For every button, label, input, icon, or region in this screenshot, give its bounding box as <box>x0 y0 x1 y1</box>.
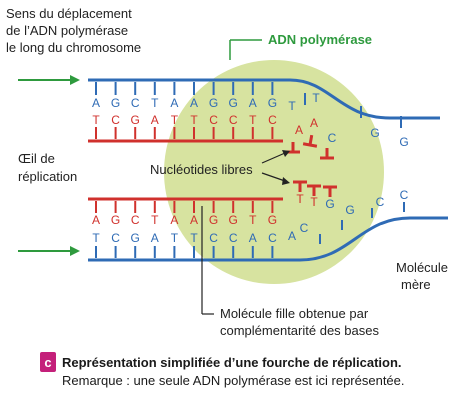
base-letter: C <box>268 113 277 127</box>
base-letter: C <box>209 231 218 245</box>
polymerase-blob <box>164 60 384 284</box>
base-letter: G <box>399 135 408 149</box>
base-letter: A <box>190 96 198 110</box>
base-letter: A <box>170 96 178 110</box>
base-letter: C <box>229 113 238 127</box>
base-letter: A <box>151 113 159 127</box>
base-letter: C <box>131 96 140 110</box>
base-letter: G <box>229 213 238 227</box>
base-letter: A <box>190 213 198 227</box>
daughter-label: Molécule fille obtenue par complémentari… <box>220 306 379 338</box>
base-letter: G <box>131 113 140 127</box>
base-letter: T <box>171 231 179 245</box>
base-letter: T <box>151 213 159 227</box>
nucleotides-arrow-down <box>261 172 290 185</box>
base-letter: G <box>345 203 354 217</box>
free-nucleotide <box>320 148 334 160</box>
top-base-ticks <box>95 82 402 139</box>
base-letter: G <box>111 96 120 110</box>
base-letter: T <box>171 113 179 127</box>
base-letter: T <box>288 99 296 113</box>
base-letter: G <box>131 231 140 245</box>
displacement-label: Sens du déplacement de l’ADN polymérase … <box>6 6 141 55</box>
base-letter: A <box>170 213 178 227</box>
base-letter: A <box>92 96 100 110</box>
nucleotides-label: Nucléotides libres <box>150 162 253 177</box>
base-letter: T <box>190 231 198 245</box>
base-letter: A <box>288 229 296 243</box>
base-letter: T <box>190 113 198 127</box>
base-letter: G <box>209 96 218 110</box>
base-letter: T <box>151 96 159 110</box>
free-base-letter: C <box>328 131 337 145</box>
base-letter: C <box>229 231 238 245</box>
free-base-letter: T <box>296 192 304 206</box>
base-letter: G <box>209 213 218 227</box>
base-letter: C <box>400 188 409 202</box>
base-letter: G <box>370 126 379 140</box>
base-letter: G <box>268 96 277 110</box>
free-nucleotide <box>302 134 318 148</box>
parent-molecule-label: Molécule mère <box>396 260 452 292</box>
base-letter: T <box>249 213 257 227</box>
base-letter: T <box>92 231 100 245</box>
base-letter: T <box>249 113 257 127</box>
polymerase-label: ADN polymérase <box>268 32 372 47</box>
direction-arrow-bottom <box>18 246 80 256</box>
base-letter: A <box>151 231 159 245</box>
nucleotides-arrow-up <box>261 150 290 164</box>
base-letter: A <box>249 96 257 110</box>
free-base-letter: G <box>325 197 334 211</box>
caption-title: Représentation simplifiée d’une fourche … <box>62 355 402 370</box>
bottom-parent-strand <box>88 216 448 262</box>
eye-label: Œil de réplication <box>18 151 77 184</box>
base-letter: G <box>111 213 120 227</box>
free-nucleotide <box>323 185 337 197</box>
base-letter: T <box>312 91 320 105</box>
base-letter: C <box>268 231 277 245</box>
base-letter: G <box>229 96 238 110</box>
base-letter: C <box>131 213 140 227</box>
base-letter: G <box>268 213 277 227</box>
free-nucleotide <box>293 180 307 192</box>
base-letter: A <box>92 213 100 227</box>
free-base-letter: A <box>310 116 318 130</box>
base-letter: C <box>111 231 120 245</box>
direction-arrow-top <box>18 75 80 85</box>
free-base-letter: A <box>295 123 303 137</box>
caption-badge <box>40 352 56 372</box>
caption-note: Remarque : une seule ADN polymérase est … <box>62 373 405 388</box>
base-letter: T <box>92 113 100 127</box>
base-letter: C <box>111 113 120 127</box>
base-letter: A <box>249 231 257 245</box>
base-letter: C <box>300 221 309 235</box>
free-nucleotide <box>307 184 321 196</box>
free-base-letter: T <box>310 195 318 209</box>
caption-badge-letter: c <box>44 355 51 370</box>
top-parent-strand <box>88 78 440 120</box>
base-letter: C <box>376 195 385 209</box>
bottom-base-ticks <box>95 201 405 258</box>
base-letter: C <box>209 113 218 127</box>
